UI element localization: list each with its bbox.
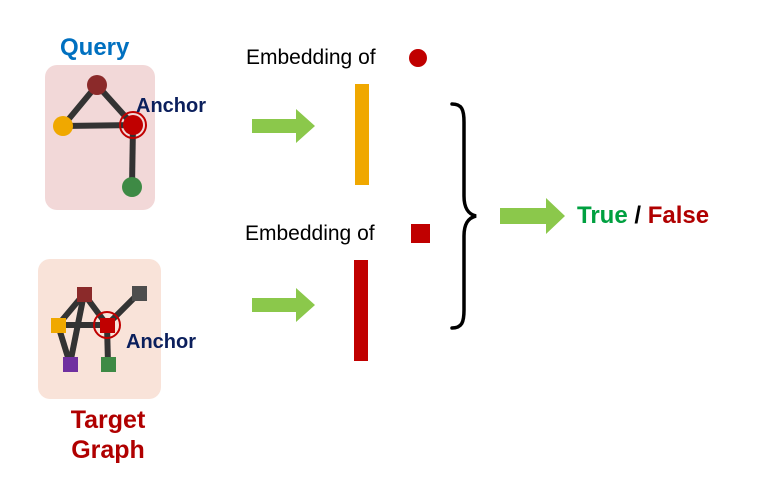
target-node-top <box>77 287 92 302</box>
target-embedding-bar <box>354 260 368 361</box>
target-node-green <box>101 357 116 372</box>
embedding-circle-marker <box>409 49 427 67</box>
target-edge <box>67 293 87 365</box>
target-node-orange <box>51 318 66 333</box>
target-embedding-label: Embedding of <box>245 222 375 245</box>
query-embedding-bar <box>355 84 369 185</box>
result-true: True <box>577 202 628 229</box>
query-anchor-ring <box>119 111 147 139</box>
result-false: False <box>647 202 710 229</box>
target-anchor-node <box>100 318 115 333</box>
target-graph <box>51 286 147 372</box>
target-node-gray <box>132 286 147 301</box>
arrow-right-icon <box>252 109 315 143</box>
curly-brace <box>450 102 477 330</box>
target-anchor-ring <box>93 311 121 339</box>
result-separator: / <box>634 202 642 229</box>
query-edge <box>62 122 134 129</box>
query-graph <box>53 75 147 197</box>
query-anchor-label: Anchor <box>136 95 206 117</box>
target-title-line2: Graph <box>71 436 145 464</box>
target-title: Target Graph <box>64 405 152 465</box>
arrow-right-icon <box>500 198 565 234</box>
target-anchor-label: Anchor <box>126 331 196 353</box>
query-embedding-label: Embedding of <box>246 46 376 69</box>
target-title-line1: Target <box>70 406 146 434</box>
query-node-orange <box>53 116 73 136</box>
result-label: True / False <box>577 202 709 230</box>
arrow-right-icon <box>252 288 315 322</box>
query-anchor-node <box>123 115 143 135</box>
target-node-purple <box>63 357 78 372</box>
embedding-square-marker <box>411 224 430 243</box>
query-edge <box>129 124 136 188</box>
query-title: Query <box>60 34 130 61</box>
query-node-top <box>87 75 107 95</box>
query-node-green <box>122 177 142 197</box>
query-panel <box>45 65 155 210</box>
